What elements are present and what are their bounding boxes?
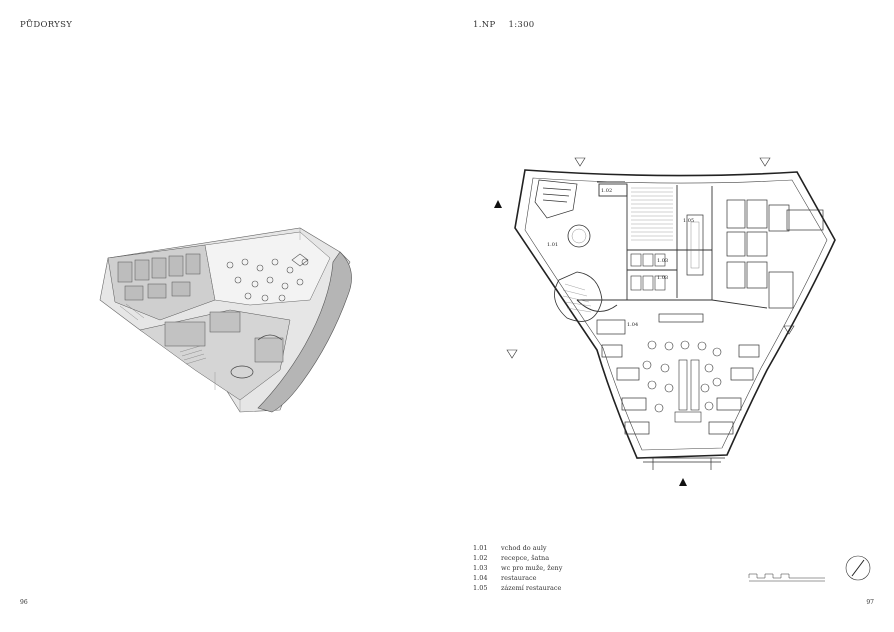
- left-page: PŮDORYSY: [20, 20, 352, 606]
- axonometric-drawing: [99, 227, 352, 413]
- floor-plan: 1.01 1.02 1.03 1.03 1.04 1.05: [494, 157, 871, 582]
- room-label-1-03a: 1.03: [657, 258, 668, 264]
- right-page: 1.NP 1:300: [447, 0, 894, 632]
- room-label-1-04: 1.04: [627, 322, 638, 328]
- floor-level: 1.NP: [473, 20, 496, 30]
- page-number: 97: [866, 599, 874, 606]
- north-arrow-icon: [845, 555, 871, 581]
- page-number: 96: [20, 599, 28, 606]
- room-label-1-01: 1.01: [547, 242, 558, 248]
- drawing-scale: 1:300: [508, 20, 535, 30]
- room-label-1-05: 1.05: [683, 218, 694, 224]
- room-label-1-03b: 1.03: [657, 275, 668, 281]
- scale-bar: [748, 573, 825, 582]
- page-heading: 1.NP 1:300: [473, 20, 544, 30]
- page-heading: PŮDORYSY: [20, 20, 73, 30]
- room-label-1-02: 1.02: [601, 188, 612, 194]
